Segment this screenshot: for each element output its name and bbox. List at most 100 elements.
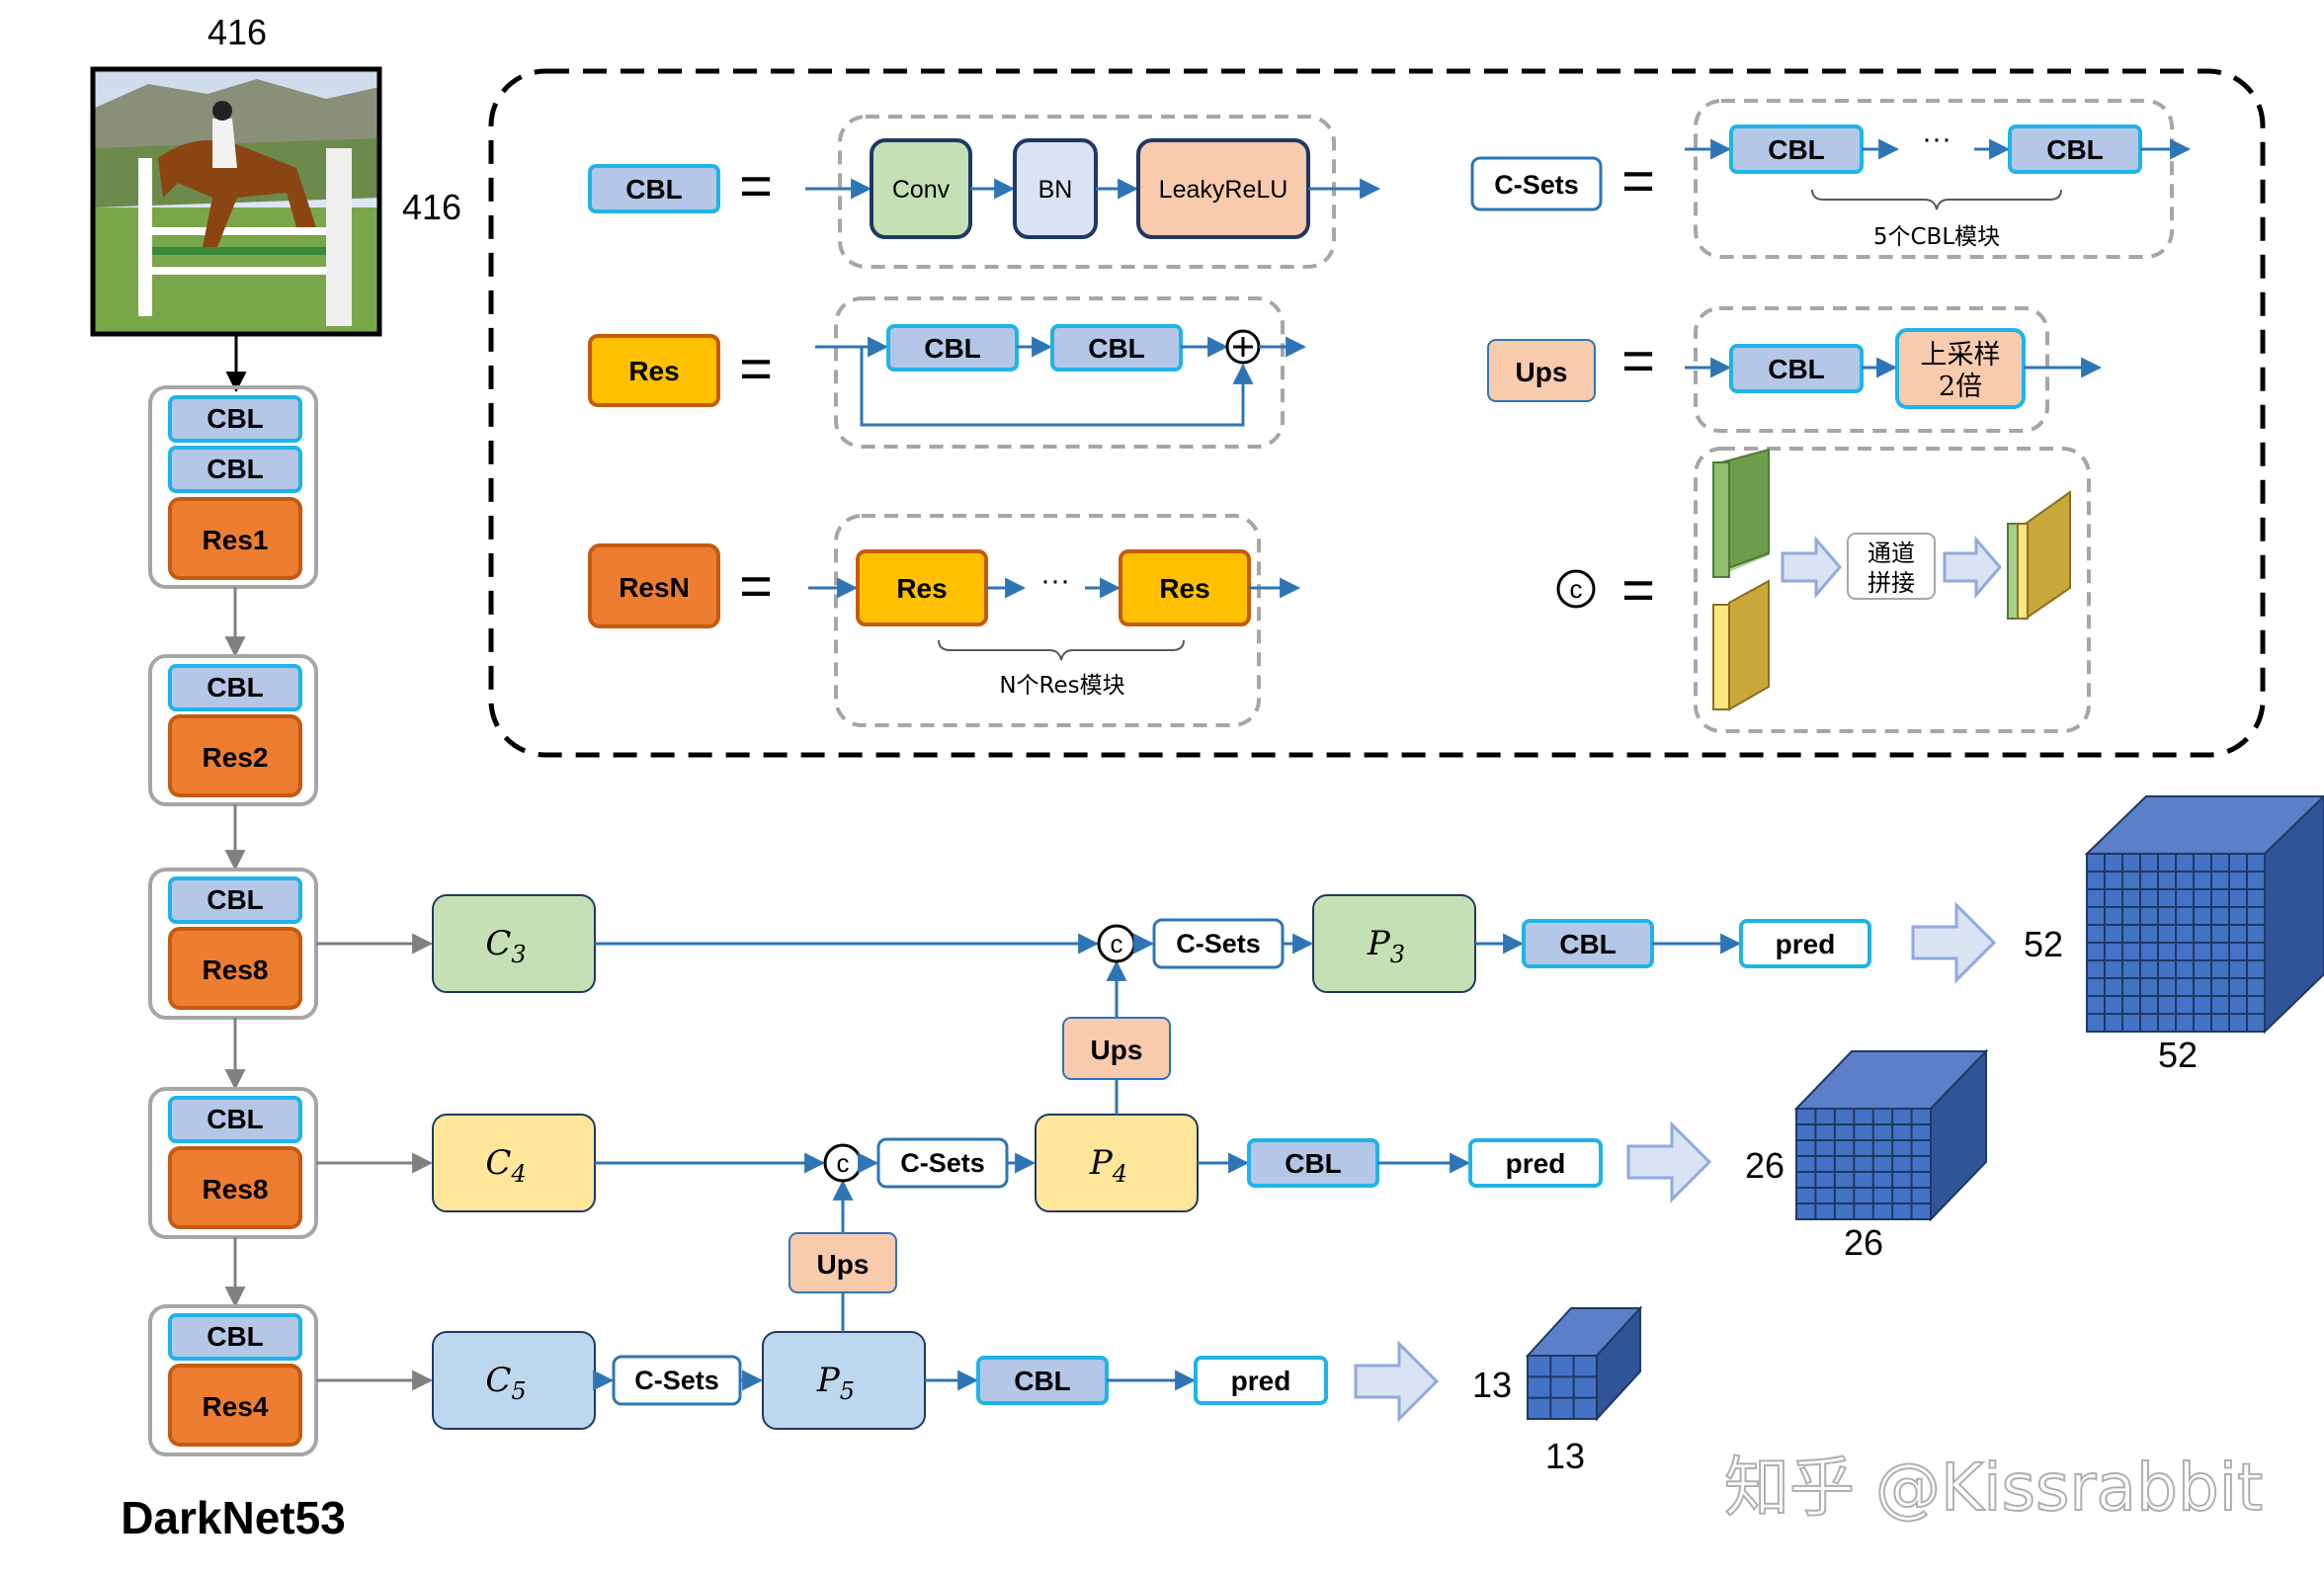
stage-1-container — [148, 385, 318, 589]
stage-4-res-label: Res8 — [203, 1174, 269, 1204]
output-13-bottom-label: 13 — [1545, 1436, 1585, 1476]
legend-concat-symbol: c — [1570, 574, 1583, 604]
input-image — [90, 66, 382, 337]
legend-res-cbl-2-label: CBL — [1088, 333, 1145, 364]
p5-pred-block — [1194, 1356, 1328, 1405]
stage-2-cbl — [168, 664, 302, 711]
p3-pred-label: pred — [1776, 929, 1836, 959]
stage-2-container — [148, 654, 318, 806]
legend-res-dashed-group — [834, 296, 1285, 449]
backbone: 416 416 CBL CBL Res1 — [90, 12, 461, 1543]
row3-concat-icon: c — [1097, 924, 1136, 963]
output-52-depth-label: 52 — [2024, 924, 2063, 964]
legend-ups-cbl-label: CBL — [1768, 354, 1825, 384]
legend-upsample-line-2: 2倍 — [1939, 372, 1982, 402]
c5-label: C5 — [485, 1361, 526, 1405]
legend-csets-cbl-1-label: CBL — [1768, 134, 1825, 165]
stage-5-cbl-label: CBL — [207, 1321, 264, 1352]
output-26-bottom-label: 26 — [1844, 1222, 1883, 1263]
stage-3-res-label: Res8 — [203, 954, 269, 985]
output-cube-52 — [2084, 794, 2324, 1035]
p5-label: P5 — [816, 1361, 855, 1405]
legend-concat-note-line-1: 通道 — [1868, 540, 1915, 567]
p5-ups-label: Ups — [817, 1249, 870, 1280]
legend-concat-note-box — [1847, 533, 1936, 600]
legend-concat-dashed-group — [1694, 447, 2091, 733]
legend-upsample-line-1: 上采样 — [1921, 340, 2001, 371]
legend-ups-label: Ups — [1516, 357, 1568, 387]
neck: C3 C4 C5 C-Sets P5 CBL pred Ups c — [316, 894, 1997, 1430]
legend-panel: CBL = Conv BN LeakyReLU C-Sets = CBL ···… — [488, 68, 2266, 758]
row4-concat-symbol: c — [837, 1148, 850, 1178]
legend-concat-arrow-2 — [1943, 535, 2002, 600]
legend-resn-label: ResN — [619, 572, 690, 603]
legend-concat-arrow-1 — [1781, 535, 1842, 600]
row4-concat-icon: c — [823, 1143, 863, 1183]
input-height-label: 416 — [402, 187, 461, 227]
legend-cbl-equals: = — [739, 154, 773, 218]
p4-ups-label: Ups — [1091, 1035, 1143, 1065]
legend-resn-res-1-label: Res — [896, 573, 947, 604]
stage-1-cbl-2-label: CBL — [207, 454, 264, 484]
row3-csets-label: C-Sets — [1176, 929, 1261, 958]
output-cube-13 — [1525, 1305, 1643, 1422]
stage-5-res-label: Res4 — [203, 1391, 269, 1422]
legend-ups-block — [1487, 339, 1596, 402]
legend-res-cbl-1-label: CBL — [924, 333, 981, 364]
input-image-frame — [90, 66, 382, 337]
legend-bn-label: BN — [1038, 176, 1073, 204]
p5-output-arrow — [1354, 1340, 1440, 1423]
legend-concat-merged-tensor — [2007, 490, 2071, 621]
legend-concat-yellow-tensor — [1712, 579, 1770, 711]
legend-res-label: Res — [628, 356, 679, 386]
stage-1-res — [168, 497, 302, 580]
legend-csets-brace — [1811, 189, 2062, 210]
legend-res-skip-connection — [860, 347, 1254, 427]
stage-3-cbl-label: CBL — [207, 884, 264, 915]
stage-2-res-label: Res2 — [203, 742, 269, 773]
stage-1-cbl-1 — [168, 395, 302, 443]
watermark: 知乎 @Kissrabbit — [1724, 1450, 2263, 1526]
legend-concat-icon: c — [1556, 569, 1596, 609]
legend-resn-note: N个Res模块 — [999, 673, 1124, 699]
p3-cbl-label: CBL — [1559, 929, 1617, 959]
legend-resn-brace — [938, 639, 1185, 661]
stage-4-cbl — [168, 1096, 302, 1143]
stage-1-cbl-2 — [168, 446, 302, 493]
outputs: 52 52 26 26 13 13 — [1472, 794, 2324, 1476]
legend-res-add-icon — [1225, 329, 1261, 365]
legend-csets-block — [1470, 156, 1603, 211]
legend-leakyrelu-label: LeakyReLU — [1159, 176, 1288, 204]
legend-resn-block — [588, 543, 720, 628]
legend-concat-note-line-2: 拼接 — [1868, 569, 1915, 597]
stage-3-res — [168, 927, 302, 1010]
legend-concat-equals: = — [1621, 558, 1655, 622]
stage-5-cbl — [168, 1313, 302, 1361]
legend-csets-ellipsis: ··· — [1922, 123, 1951, 155]
legend-ups-equals: = — [1621, 329, 1655, 393]
input-width-label: 416 — [208, 12, 267, 52]
legend-resn-dashed-group — [834, 514, 1261, 727]
legend-csets-equals: = — [1621, 149, 1655, 213]
c4-label: C4 — [485, 1143, 526, 1188]
legend-res-equals: = — [739, 337, 773, 401]
p4-cbl-label: CBL — [1285, 1148, 1342, 1179]
output-13-depth-label: 13 — [1472, 1365, 1512, 1405]
legend-concat-green-tensor — [1712, 448, 1770, 578]
legend-csets-cbl-2-label: CBL — [2046, 134, 2104, 165]
p4-label: P4 — [1089, 1143, 1127, 1188]
legend-csets-note: 5个CBL模块 — [1873, 224, 2000, 250]
stage-4-res — [168, 1146, 302, 1229]
p3-label: P3 — [1367, 924, 1405, 968]
stage-1-cbl-1-label: CBL — [207, 403, 264, 434]
p4-pred-label: pred — [1506, 1148, 1566, 1179]
stage-4-cbl-label: CBL — [207, 1104, 264, 1134]
p3-output-arrow — [1911, 901, 1997, 984]
p3-pred-block — [1739, 919, 1871, 968]
p5-cbl-label: CBL — [1014, 1366, 1071, 1396]
legend-csets-label: C-Sets — [1494, 170, 1579, 200]
legend-cbl-block — [588, 164, 720, 213]
stage-5-res — [168, 1364, 302, 1447]
p5-pred-label: pred — [1231, 1366, 1291, 1396]
p4-output-arrow — [1626, 1120, 1712, 1204]
